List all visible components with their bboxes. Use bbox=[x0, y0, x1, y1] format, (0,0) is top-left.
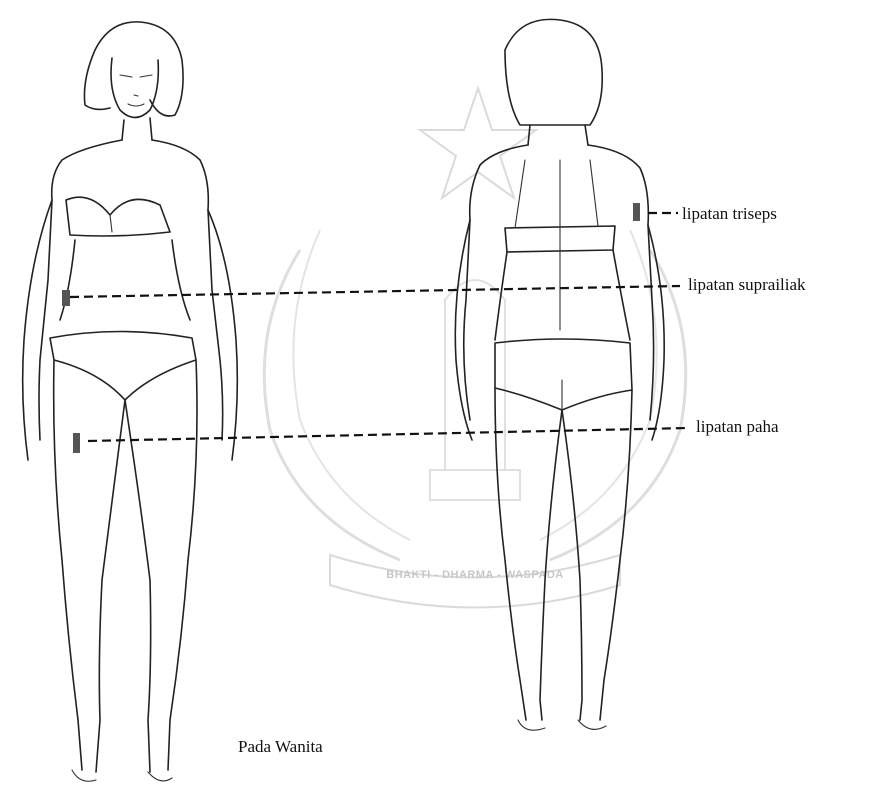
watermark-ribbon bbox=[330, 555, 620, 608]
thigh-skinfold-marker bbox=[73, 433, 80, 453]
triceps-skinfold-marker bbox=[633, 203, 640, 221]
front-view-figure bbox=[23, 22, 238, 781]
front-suprailiac-marker bbox=[62, 290, 70, 306]
watermark-wreath-left bbox=[264, 250, 400, 560]
thigh-skinfold-label: lipatan paha bbox=[696, 418, 779, 435]
suprailiac-pointer-line bbox=[70, 286, 680, 297]
thigh-pointer-line bbox=[88, 428, 688, 441]
watermark-emblem: BHAKTI - DHARMA - WASPADA bbox=[264, 88, 685, 608]
pointer-lines bbox=[70, 213, 688, 441]
watermark-wreath-right bbox=[550, 250, 686, 560]
watermark-star-icon bbox=[420, 88, 536, 198]
suprailiac-skinfold-label: lipatan suprailiak bbox=[688, 276, 806, 293]
back-view-figure bbox=[455, 19, 664, 730]
triceps-skinfold-label: lipatan triseps bbox=[682, 205, 777, 222]
watermark-motto: BHAKTI - DHARMA - WASPADA bbox=[386, 569, 563, 581]
figure-caption: Pada Wanita bbox=[238, 738, 323, 755]
